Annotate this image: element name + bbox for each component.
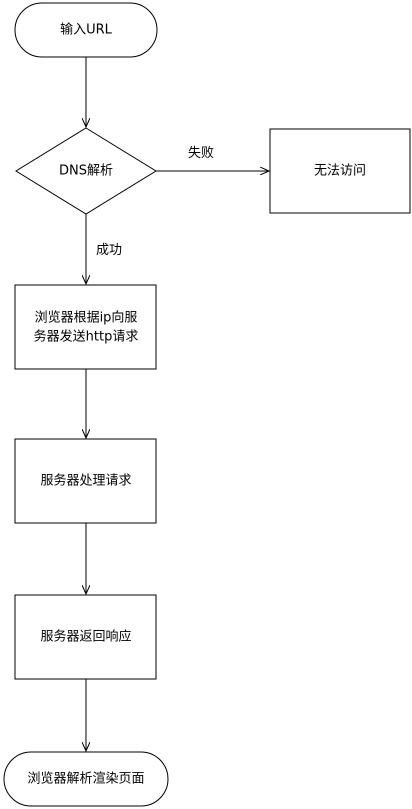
node-server-respond: 服务器返回响应 [14, 594, 157, 680]
node-browser-send-line-2: 务器发送http请求 [34, 329, 139, 345]
node-browser-send-line-1: 浏览器根据ip向服 [35, 310, 138, 326]
node-browser-send: 浏览器根据ip向服 务器发送http请求 [14, 284, 157, 370]
node-dns-parse: DNS解析 [15, 127, 157, 215]
node-input-url-label: 输入URL [60, 22, 113, 38]
edge-label-success: 成功 [96, 243, 122, 258]
node-input-url: 输入URL [14, 2, 158, 58]
edges [86, 57, 269, 751]
node-server-respond-label: 服务器返回响应 [40, 629, 131, 645]
node-dns-parse-label: DNS解析 [59, 164, 113, 179]
node-server-handle-label: 服务器处理请求 [40, 473, 131, 489]
node-browser-render-label: 浏览器解析渲染页面 [27, 771, 144, 787]
node-unreachable-label: 无法访问 [314, 164, 366, 179]
node-unreachable: 无法访问 [269, 128, 411, 214]
node-browser-render: 浏览器解析渲染页面 [3, 751, 169, 807]
edge-label-fail: 失败 [188, 146, 214, 161]
node-server-handle: 服务器处理请求 [14, 438, 157, 524]
